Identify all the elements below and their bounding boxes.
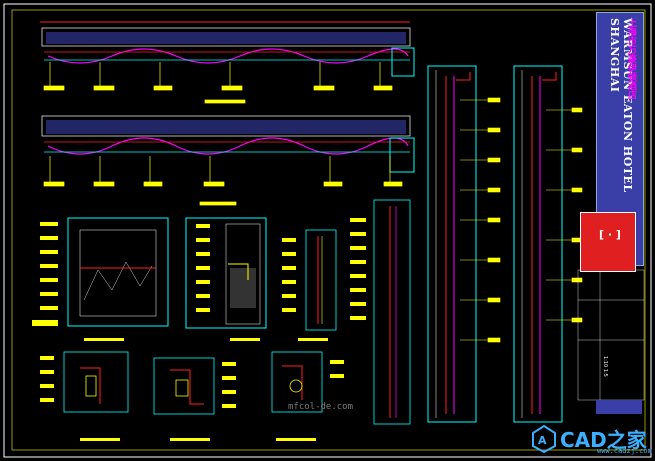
seal-text: [ · ] [599,228,621,241]
cabinet-detail-labels [196,224,260,341]
scale-note: 1:10 1:5 [602,356,608,377]
project-name-cn: 上海市万豪伊顿酒店 [626,18,636,99]
project-name-en: WARMSUN EATON HOTEL SHANGHAI [608,18,634,193]
ceiling-section-2[interactable] [41,115,415,173]
bottom-details-labels [40,356,344,441]
wall-section-tall-1[interactable] [427,65,477,423]
vertical-detail-mid-labels [350,218,366,320]
drawing-frame [3,3,652,458]
wall-section-tall-2[interactable] [513,65,563,423]
panel-elevation[interactable] [67,217,169,327]
bottom-detail-3[interactable] [271,351,323,413]
ceiling-section-1-callouts [43,62,393,104]
cabinet-detail[interactable] [185,217,267,329]
cad-logo-icon: A [532,424,556,454]
inner-frame [11,9,646,451]
vertical-detail-narrow[interactable] [305,229,337,331]
title-block-lines [577,269,645,401]
seal-stamp [580,212,636,272]
vertical-detail-narrow-labels [282,238,328,341]
panel-elevation-labels [32,222,124,341]
title-block-bottom-bar [596,400,642,414]
bottom-detail-1[interactable] [63,351,129,413]
bottom-detail-2[interactable] [153,357,215,415]
ceiling-section-1[interactable] [40,21,415,77]
ceiling-section-2-callouts [43,156,403,206]
vertical-detail-mid[interactable] [373,199,411,425]
wall-section-tall-2-notes [546,107,583,323]
wall-section-tall-1-notes [460,97,501,343]
brand-url: www.cadzj.com [597,447,652,455]
svg-text:A: A [538,434,547,447]
watermark-site-text: mfcol-de.com [288,402,354,412]
brand-text: CAD之家 [560,428,647,452]
